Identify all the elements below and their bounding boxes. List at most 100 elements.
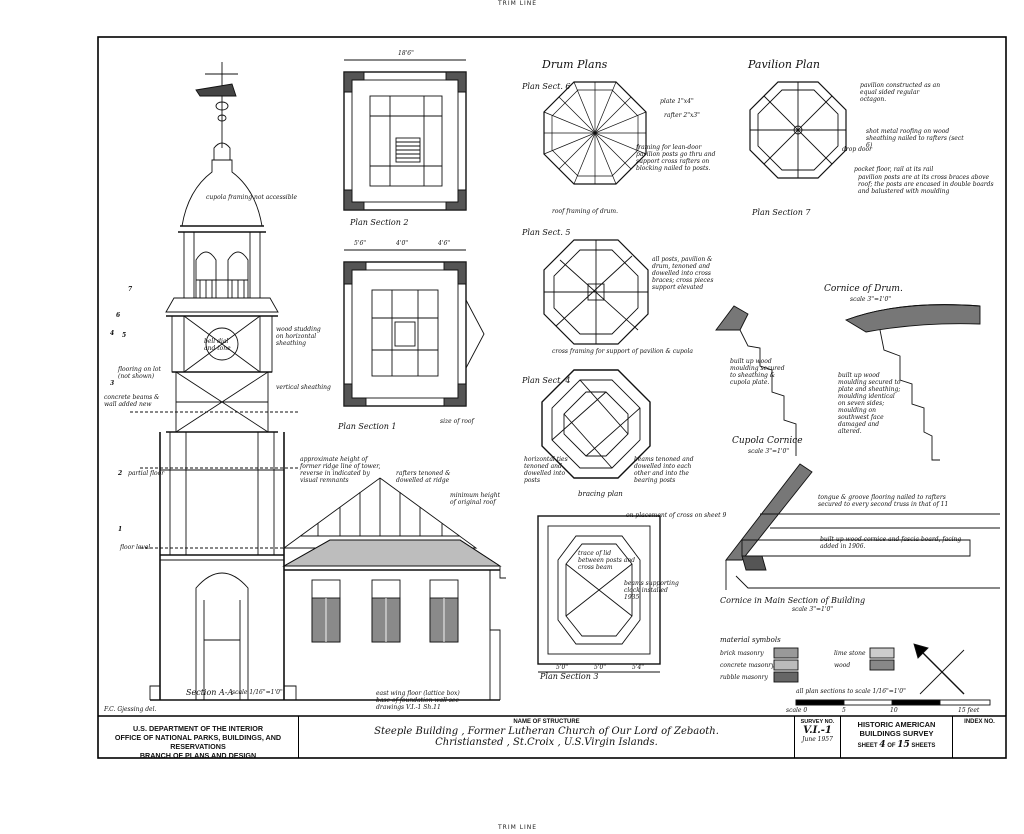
note-built-up-cornice: built up wood cornice and fascia board, …: [820, 536, 962, 550]
plan-section-7-label: Plan Section 7: [752, 208, 811, 217]
note-partial-floor: partial floor: [128, 470, 165, 477]
note-cross-framing: cross framing for support of pavilion & …: [552, 348, 693, 355]
cornice-main-scale: scale 3"=1'0": [792, 606, 834, 613]
sheets-label: SHEETS: [911, 743, 936, 749]
note-trace-lid: trace of lid between posts and cross bea…: [578, 550, 636, 571]
note-approx-height: approximate height of former ridge line …: [300, 456, 381, 484]
material-wood: wood: [834, 662, 851, 669]
sheet-border: [97, 36, 1007, 759]
scale-note: all plan sections to scale 1/16"=1'0": [796, 688, 906, 695]
note-vertical-sheathing: vertical sheathing: [276, 384, 331, 391]
of-label: OF: [887, 743, 896, 749]
material-symbols: [773, 647, 895, 683]
scale-tick-0: scale 0: [786, 707, 808, 714]
level-7: 7: [128, 286, 133, 293]
cornice-of-drum: [844, 304, 981, 461]
note-on-placement: on placement of cross on sheet 9: [626, 512, 727, 519]
cornice-of-drum-scale: scale 3"=1'0": [850, 296, 892, 303]
note-wood-studs: wood studding on horizontal sheathing: [276, 326, 321, 347]
dim-plan3-b: 5'0": [594, 664, 607, 671]
structure-header: NAME OF STRUCTURE: [513, 719, 580, 725]
note-minimum-height: minimum height of original roof: [450, 492, 500, 506]
sheet-label: SHEET: [857, 743, 878, 749]
cornice-main-label: Cornice in Main Section of Building: [720, 596, 866, 605]
cornice-of-drum-label: Cornice of Drum.: [824, 284, 903, 294]
title-block-habs: HISTORIC AMERICAN BUILDINGS SURVEY SHEET…: [840, 716, 952, 758]
title-block-structure: NAME OF STRUCTURE Steeple Building , For…: [298, 716, 794, 758]
survey-date: June 1957: [802, 736, 833, 743]
level-3: 3: [110, 380, 115, 387]
note-horizontal-ties: horizontal ties tenoned and dowelled int…: [524, 456, 568, 484]
note-shot-metal: shot metal roofing on wood sheathing nai…: [866, 128, 964, 149]
dim-plan1-c: 4'6": [438, 240, 451, 247]
note-beams-clock: beams supporting clock installed 1935: [624, 580, 679, 601]
graphic-scale-bar: [795, 699, 991, 706]
section-aa-scale: scale 1/16"=1'0": [232, 689, 283, 696]
note-pavilion-posts: pavilion posts are at its cross braces a…: [858, 174, 994, 195]
note-built-up-wood-2: built up wood moulding secured to plate …: [838, 372, 901, 435]
section-aa-label: Section A-A: [186, 688, 234, 697]
plan-section-3-label: Plan Section 3: [540, 672, 599, 681]
title-block-index: INDEX NO.: [952, 716, 1006, 758]
note-concrete-beams: concrete beams & wall added new: [104, 394, 160, 408]
agency-line-1: U.S. DEPARTMENT OF THE INTERIOR: [132, 724, 264, 733]
title-block-survey: SURVEY NO. V.I.-1 June 1957: [794, 716, 840, 758]
cupola-cornice-label: Cupola Cornice: [732, 436, 803, 446]
note-rafters-tenoned: rafters tenoned & dowelled at ridge: [396, 470, 451, 484]
plan-section-2-label: Plan Section 2: [350, 218, 409, 227]
plan-section-2: [343, 59, 467, 211]
note-pocket-floor: pocket floor, rail at its rail: [854, 166, 934, 173]
scale-tick-5: 5: [842, 707, 846, 714]
sheet-number: 4: [879, 740, 886, 750]
dim-plan1-a: 5'6": [354, 240, 367, 247]
scale-tick-15: 15 feet: [958, 707, 980, 714]
cornice-main-section: [725, 463, 1000, 590]
note-beams-tenoned: beams tenoned and dowelled into each oth…: [634, 456, 694, 484]
sheet-count: SHEET 4 OF 15 SHEETS: [841, 740, 952, 750]
plan-section-1: [343, 249, 485, 407]
note-flooring-lot: flooring on lot (not shown): [118, 366, 161, 380]
agency-line-2: OFFICE OF NATIONAL PARKS, BUILDINGS, AND…: [114, 733, 282, 751]
note-framing-lean: framing for lean-door pavilion posts go …: [636, 144, 716, 172]
dim-plan3-a: 5'0": [556, 664, 569, 671]
index-header: INDEX NO.: [964, 719, 995, 725]
material-symbols-title: material symbols: [720, 636, 781, 644]
note-built-up-wood: built up wood moulding secured to sheath…: [730, 358, 785, 386]
section-aa-building: [282, 477, 506, 701]
agency-line-3: BRANCH OF PLANS AND DESIGN: [139, 751, 257, 760]
level-4: 4: [110, 330, 115, 337]
material-limestone: lime stone: [834, 650, 866, 657]
note-east-wing: east wing floor (lattice box) base of fo…: [376, 690, 460, 711]
note-roof-framing-drum: roof framing of drum.: [552, 208, 619, 215]
title-block-agency: U.S. DEPARTMENT OF THE INTERIOR OFFICE O…: [98, 716, 298, 760]
note-drop-door: drop door: [842, 146, 873, 153]
note-bell-dial: bell dial and tone: [204, 338, 231, 352]
plan-sect-6-label: Plan Sect. 6: [522, 82, 571, 91]
drum-plans-title: Drum Plans: [542, 58, 608, 71]
plan-sect-5-label: Plan Sect. 5: [522, 228, 571, 237]
note-tongue-groove: tongue & groove flooring nailed to rafte…: [818, 494, 949, 508]
level-1: 1: [118, 526, 123, 533]
trim-line-bottom: TRIM LINE: [498, 824, 538, 831]
pavilion-plan-title: Pavilion Plan: [748, 58, 820, 71]
cupola-cornice-detail: [715, 305, 797, 456]
survey-number: V.I.-1: [803, 725, 832, 736]
survey-header: SURVEY NO.: [800, 719, 835, 725]
note-pavilion-constructed: pavilion constructed as an equal sided r…: [860, 82, 941, 103]
note-cupola-framing: cupola framing not accessible: [206, 194, 297, 201]
dim-plan3-c: 5'4": [632, 664, 645, 671]
note-plate: plate 1"x4": [660, 98, 694, 105]
drum-plan-sect-5: [543, 239, 649, 345]
habs-line-1: HISTORIC AMERICAN: [857, 720, 936, 729]
sheet-total: 15: [897, 740, 910, 750]
structure-name-line-2: Christiansted , St.Croix , U.S.Virgin Is…: [435, 737, 658, 748]
note-rafter: rafter 2"x3": [664, 112, 700, 119]
drum-plan-sect-4: [541, 369, 651, 479]
structure-name-line-1: Steeple Building , Former Lutheran Churc…: [374, 726, 719, 737]
plan-sect-4-label: Plan Sect. 4: [522, 376, 571, 385]
level-5: 5: [122, 332, 127, 339]
plan-section-3: [537, 515, 661, 673]
material-brick: brick masonry: [720, 650, 764, 657]
delineator: F.C. Gjessing del.: [104, 706, 157, 713]
